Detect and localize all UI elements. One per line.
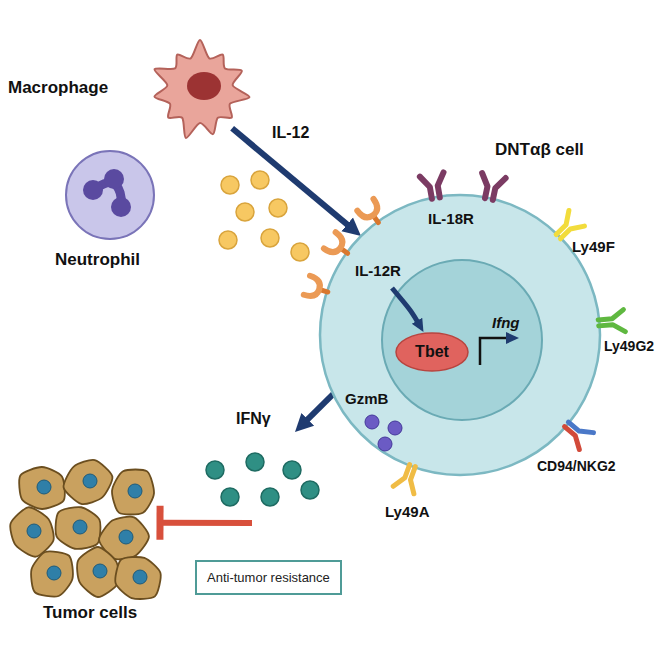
tumor-nucleus <box>133 570 147 584</box>
tumor-cells: Tumor cells <box>15 460 160 625</box>
il12-molecule <box>261 229 279 247</box>
neutrophil-cell-outline <box>65 150 155 240</box>
node-label: DNTαβ cell <box>495 140 584 160</box>
cell-membrane <box>320 195 600 475</box>
il12-molecule <box>291 243 309 261</box>
il12-receptor <box>304 276 331 302</box>
dnt-cell-outline <box>320 195 600 475</box>
tumor-cell <box>64 460 113 504</box>
tumor-nucleus <box>73 520 87 534</box>
ifng-molecule <box>283 461 301 479</box>
tumor-cell <box>56 507 101 549</box>
tumor-cell <box>77 547 119 597</box>
neutrophil-body <box>66 151 154 239</box>
granzyme-granule <box>378 437 392 451</box>
il18-receptor-part <box>477 173 490 198</box>
il12-receptor-part <box>324 232 346 256</box>
il12-arrow <box>232 128 353 229</box>
il18-receptor <box>477 173 505 201</box>
il12-molecule <box>251 171 269 189</box>
nucleus-lobe <box>104 169 124 189</box>
il18-receptor-part <box>493 176 506 201</box>
part-label: Ly49G2 <box>604 338 654 354</box>
tumor-nucleus <box>128 484 142 498</box>
node-label: Neutrophil <box>55 250 140 270</box>
result-box: Anti-tumor resistance <box>195 560 342 595</box>
node-label: Anti-tumor resistance <box>207 570 330 585</box>
tumor-cell <box>31 551 73 596</box>
ly49a-receptor-part <box>393 462 409 489</box>
tumor-cell <box>10 507 53 557</box>
transcription-arrow <box>480 338 512 365</box>
ifng-inhibition <box>160 394 333 523</box>
tumor-nucleus <box>119 530 133 544</box>
ifng-molecule <box>206 461 224 479</box>
il12-molecule <box>269 199 287 217</box>
macrophage-nucleus <box>187 72 221 100</box>
connector-line <box>160 520 252 526</box>
edge-label: IFNγ <box>236 410 271 428</box>
il12-molecule <box>236 203 254 221</box>
node-label: Macrophage <box>8 78 108 98</box>
ifng-molecule <box>221 488 239 506</box>
cd94-nkg2-receptor-part <box>559 427 584 450</box>
part-label: IL-12R <box>355 262 401 279</box>
tumor-nucleus <box>93 564 107 578</box>
il18-receptor-part <box>436 172 448 197</box>
nucleus-lobe <box>83 180 103 200</box>
part-label: Ifng <box>492 314 520 331</box>
part-label: GzmB <box>345 390 388 407</box>
tumor-cell <box>19 467 65 509</box>
ly49g2-receptor <box>598 310 626 334</box>
node-label: Tumor cells <box>43 603 137 623</box>
il12-receptor-part <box>304 276 323 299</box>
il12-receptor <box>324 232 354 261</box>
tumor-cells-outline <box>15 460 160 625</box>
il12-receptor-part <box>357 199 381 221</box>
part-label: IL-18R <box>428 210 474 227</box>
tumor-nucleus <box>83 474 97 488</box>
connector-line <box>232 128 353 229</box>
il12-molecule <box>221 176 239 194</box>
edge-label: IL-12 <box>272 124 309 142</box>
ifng-molecule <box>301 481 319 499</box>
tumor-nucleus <box>37 480 51 494</box>
cell-nucleus <box>382 260 542 420</box>
macrophage-cell-outline <box>150 40 250 140</box>
macrophage-body <box>154 40 249 138</box>
ifng-molecule <box>261 488 279 506</box>
node-label: Tbet <box>415 343 449 361</box>
neutrophil-cell: Neutrophil <box>65 150 155 240</box>
ifng-molecule <box>246 453 264 471</box>
tumor-nucleus <box>27 524 41 538</box>
part-label: Ly49F <box>572 238 615 255</box>
tumor-cell <box>112 470 154 515</box>
il12-molecule <box>219 231 237 249</box>
signal-arrow <box>392 288 420 326</box>
connector-line <box>302 394 333 425</box>
ly49a-receptor <box>393 462 423 494</box>
part-label: CD94/NKG2 <box>537 458 616 474</box>
ly49g2-receptor-part <box>598 310 625 320</box>
il12-receptor <box>357 199 386 229</box>
nucleus-lobe <box>111 197 131 217</box>
ly49g2-receptor-part <box>599 324 626 334</box>
dnt-cell: DNTαβ cellTbet <box>320 195 600 475</box>
tbet-ellipse <box>396 333 468 371</box>
il18-receptor <box>420 172 448 200</box>
part-label: Ly49A <box>385 503 429 520</box>
cd94-nkg2-receptor <box>559 416 593 450</box>
tbet-factor: Tbet <box>396 333 468 371</box>
il18-receptor-part <box>420 175 432 200</box>
tumor-cell <box>115 557 160 599</box>
granzyme-granule <box>365 415 379 429</box>
macrophage-cell: Macrophage <box>150 40 250 140</box>
tumor-nucleus <box>47 566 61 580</box>
granzyme-granule <box>388 421 402 435</box>
